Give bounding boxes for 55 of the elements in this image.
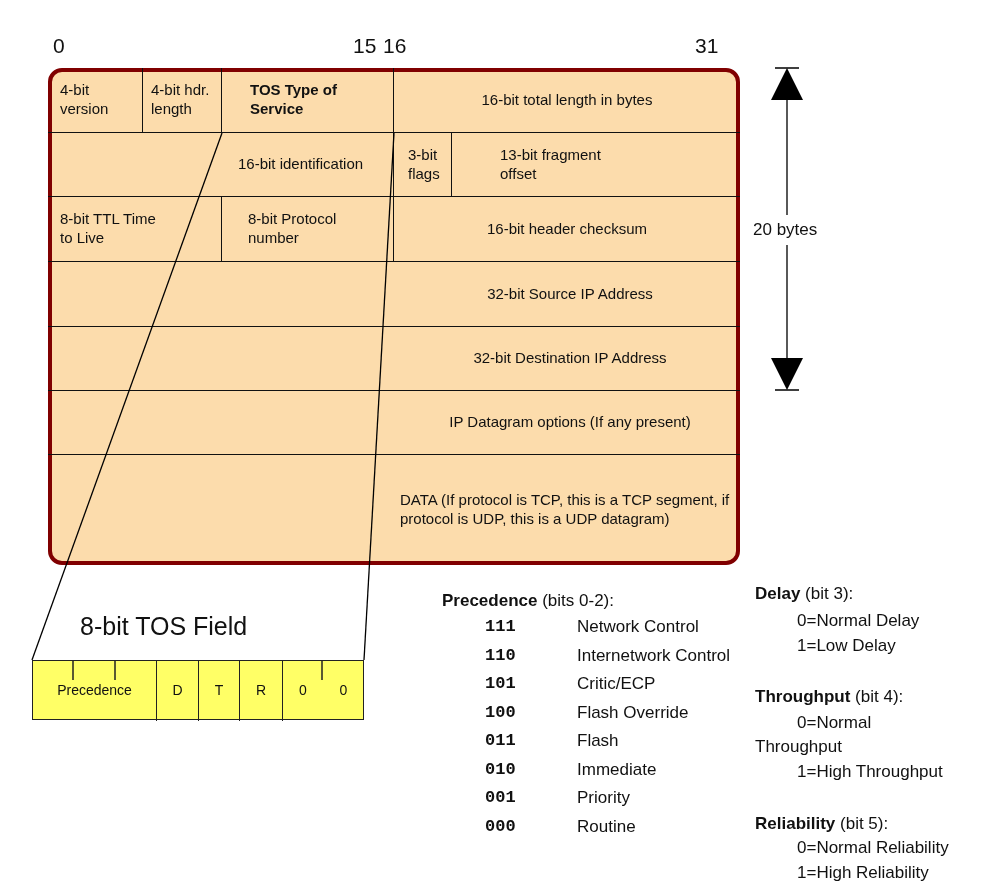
bit-cell: R — [240, 661, 283, 721]
code-meaning: Immediate — [577, 759, 657, 780]
code-meaning: Priority — [577, 788, 630, 808]
bit-cell: 0 — [323, 661, 364, 721]
field-title: 8-bit TOS Field — [80, 612, 248, 641]
header-field: 16-bit header checksum — [394, 197, 740, 262]
header-field: 3-bit flags — [394, 133, 452, 197]
header-field: DATA (If protocol is TCP, this is a TCP segment, if protocol is UDP, this is a UDP datagram) — [48, 455, 740, 565]
bit-code: 110 — [485, 645, 516, 665]
legend-entry: 0=Normal Throughput — [755, 712, 873, 758]
bit-code: 001 — [485, 788, 516, 807]
legend-entry: 0=Normal Reliability — [797, 838, 949, 858]
legend-entry: 0=Normal Delay — [797, 611, 920, 631]
header-field: 13-bit fragment offset — [452, 133, 740, 197]
header-field: 32-bit Source IP Address — [48, 262, 740, 327]
code-meaning: Flash Override — [577, 702, 689, 723]
header-field: 8-bit TTL Time to Live — [48, 197, 222, 262]
legend-heading: Throughput (bit 4): — [755, 687, 904, 707]
code-meaning: Critic/ECP — [577, 674, 656, 694]
legend-entry: 1=High Reliability — [797, 863, 929, 883]
bit-number: 16 — [383, 34, 407, 58]
bit-number: 31 — [695, 34, 719, 58]
code-meaning: Flash — [577, 731, 619, 751]
bit-cell: D — [157, 661, 199, 721]
bit-code: 010 — [485, 759, 516, 779]
legend-entry: 1=High Throughput — [797, 762, 943, 782]
bit-cell: Precedence — [33, 661, 157, 721]
bit-code: 101 — [485, 674, 516, 693]
bit-code: 011 — [485, 731, 516, 750]
ip-header-frame — [48, 68, 740, 565]
header-field: IP Datagram options (If any present) — [48, 391, 740, 455]
bit-code: 000 — [485, 816, 516, 836]
header-field: 16-bit total length in bytes — [394, 68, 740, 133]
legend-heading: Delay (bit 3): — [755, 584, 854, 604]
bit-number: 15 — [353, 34, 377, 58]
leader-line — [31, 132, 223, 661]
header-field: 4-bit hdr. length — [143, 68, 222, 133]
leader-line — [363, 132, 395, 661]
bit-code: 100 — [485, 702, 516, 722]
legend-heading: Precedence (bits 0-2): — [442, 591, 614, 611]
bit-code: 111 — [485, 617, 516, 636]
header-field: 4-bit version — [48, 68, 143, 133]
header-field: 8-bit Protocol number — [222, 197, 394, 262]
header-field: 16-bit identification — [48, 133, 394, 197]
bit-number: 0 — [53, 34, 65, 58]
header-field: 32-bit Destination IP Address — [48, 327, 740, 391]
header-field: TOS Type of Service — [222, 68, 394, 133]
bit-cell: 0 — [283, 661, 323, 721]
code-meaning: Routine — [577, 816, 636, 837]
code-meaning: Network Control — [577, 617, 699, 637]
dimension-label: 20 bytes — [753, 220, 818, 240]
code-meaning: Internetwork Control — [577, 645, 731, 666]
legend-heading: Reliability (bit 5): — [755, 814, 889, 834]
legend-entry: 1=Low Delay — [797, 636, 896, 656]
bit-cell: T — [199, 661, 240, 721]
